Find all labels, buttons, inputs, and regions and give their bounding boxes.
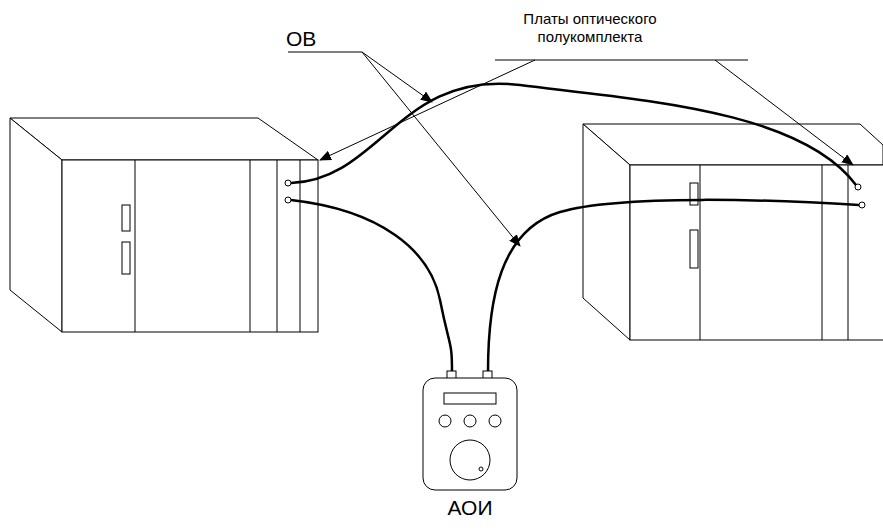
fiber-label: ОВ [286, 26, 346, 51]
label-underline [288, 52, 362, 53]
device-outline [415, 370, 525, 495]
rack-top [10, 118, 318, 160]
rack-front [630, 165, 883, 340]
label-underline [495, 60, 748, 61]
attenuator-device: АОИ [415, 370, 525, 528]
rack-side [583, 124, 630, 340]
board-label: Платы оптического полукомплекта [490, 10, 690, 46]
optical-fiber [291, 200, 452, 372]
optical-fiber [488, 200, 859, 372]
rack-side [10, 118, 62, 332]
leader-line [320, 60, 535, 160]
rack-top [583, 124, 883, 165]
leader-line [362, 52, 520, 246]
rack-front [62, 160, 318, 332]
device-label: АОИ [415, 496, 525, 519]
leader-line [715, 60, 853, 165]
